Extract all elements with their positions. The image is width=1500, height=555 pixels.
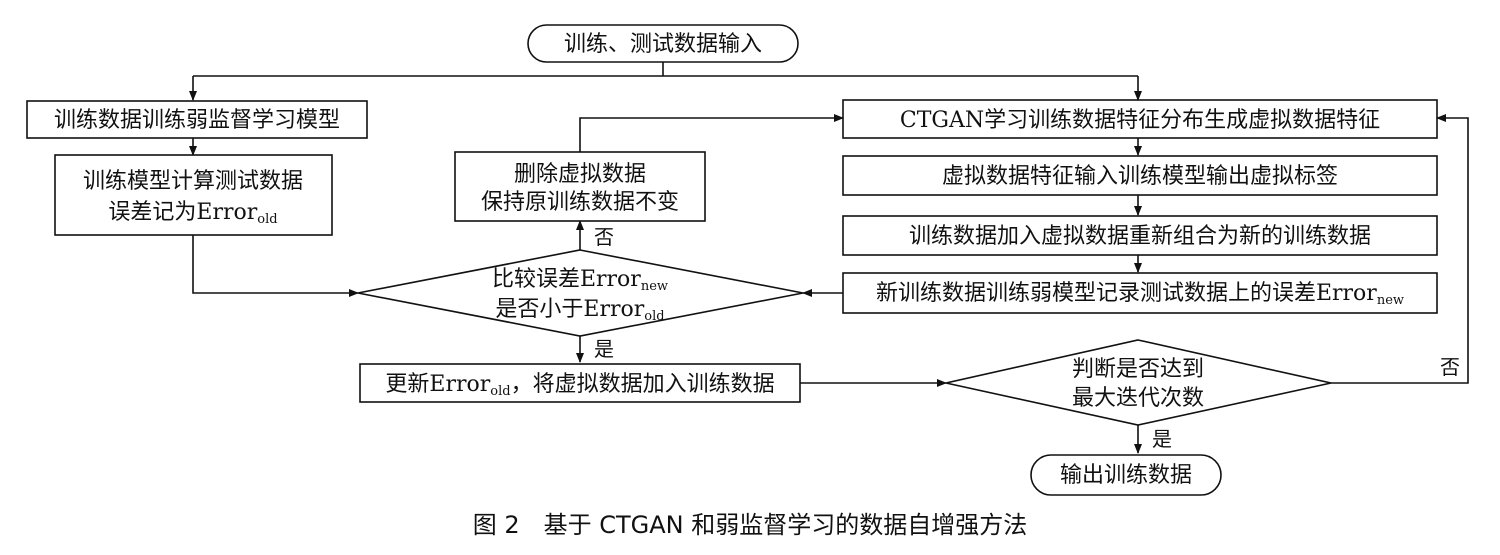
node-new-train: 新训练数据训练弱模型记录测试数据上的误差Errornew (842, 272, 1438, 314)
node-delete-line2: 保持原训练数据不变 (481, 190, 679, 215)
node-calc-test-line2: 误差记为Errorold (108, 200, 277, 227)
figure-caption: 图 2 基于 CTGAN 和弱监督学习的数据自增强方法 (473, 511, 1028, 539)
node-judge-line2: 最大迭代次数 (1072, 386, 1204, 411)
edge-judge-ctgan (1331, 114, 1469, 384)
node-new-train-text: 新训练数据训练弱模型记录测试数据上的误差Errornew (876, 281, 1404, 308)
node-virtual-labels: 虚拟数据特征输入训练模型输出虚拟标签 (842, 155, 1438, 196)
node-virtual-labels-text: 虚拟数据特征输入训练模型输出虚拟标签 (942, 164, 1338, 189)
label-yes-judge: 是 (1152, 427, 1172, 451)
node-delete-line1: 删除虚拟数据 (514, 162, 646, 187)
label-no-judge: 否 (1440, 355, 1460, 379)
node-start: 训练、测试数据输入 (527, 24, 799, 63)
node-update-text: 更新Errorold，将虚拟数据加入训练数据 (385, 372, 774, 399)
node-train-weak: 训练数据训练弱监督学习模型 (26, 100, 368, 139)
node-update: 更新Errorold，将虚拟数据加入训练数据 (359, 363, 801, 403)
edges (189, 62, 1469, 454)
node-end-text: 输出训练数据 (1060, 463, 1192, 488)
node-judge-line1: 判断是否达到 (1072, 357, 1204, 382)
node-start-text: 训练、测试数据输入 (564, 32, 762, 57)
edge-delete-ctgan (579, 114, 844, 152)
node-calc-test-line1: 训练模型计算测试数据 (83, 169, 303, 194)
node-compare-decision: 比较误差Errornew 是否小于Errorold (357, 249, 804, 337)
label-yes-compare: 是 (594, 337, 614, 361)
node-ctgan: CTGAN学习训练数据特征分布生成虚拟数据特征 (842, 99, 1438, 139)
node-ctgan-text: CTGAN学习训练数据特征分布生成虚拟数据特征 (900, 108, 1380, 133)
node-calc-test: 训练模型计算测试数据 误差记为Errorold (54, 154, 333, 236)
node-delete-virtual: 删除虚拟数据 保持原训练数据不变 (454, 151, 706, 222)
node-compare-line2: 是否小于Errorold (495, 297, 664, 324)
edge-calc-compare (192, 235, 359, 297)
node-compare-line1: 比较误差Errornew (492, 267, 668, 294)
node-train-weak-text: 训练数据训练弱监督学习模型 (54, 108, 340, 133)
label-no-compare: 否 (594, 225, 614, 249)
node-recombine-text: 训练数据加入虚拟数据重新组合为新的训练数据 (909, 224, 1371, 249)
node-recombine: 训练数据加入虚拟数据重新组合为新的训练数据 (842, 215, 1438, 256)
node-end: 输出训练数据 (1030, 454, 1222, 496)
node-judge-decision: 判断是否达到 最大迭代次数 (945, 339, 1332, 426)
